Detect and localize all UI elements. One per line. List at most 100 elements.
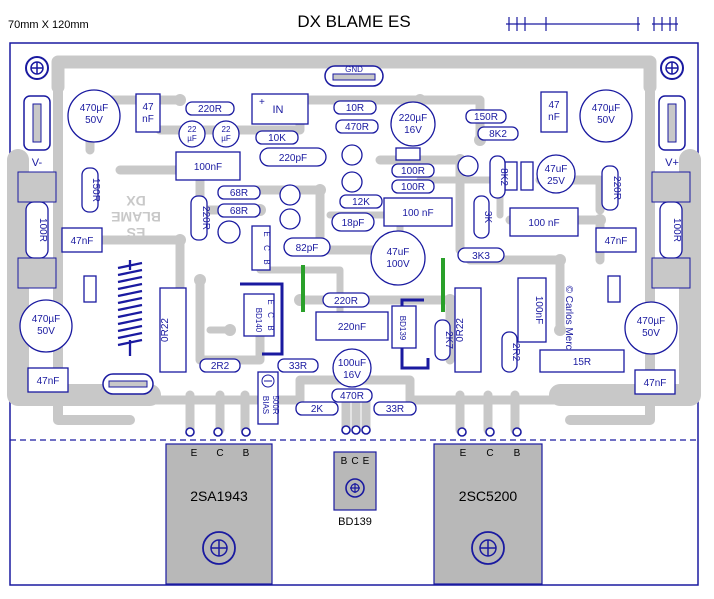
resistor-8k2-vert: 8K2 — [489, 155, 509, 199]
svg-text:470µF: 470µF — [637, 316, 666, 327]
svg-text:220R: 220R — [198, 104, 222, 115]
svg-text:25V: 25V — [547, 176, 565, 187]
resistor-220r-top: 220R — [185, 101, 235, 116]
resistor-470r-bottom: 470R — [331, 388, 373, 403]
svg-text:150R: 150R — [90, 178, 101, 202]
cap-470uf-top-right: 470µF 50V — [579, 89, 633, 143]
svg-text:B: B — [341, 456, 348, 467]
cap-47nf-right: 47nF — [595, 227, 637, 253]
transistor-2sc5200: E C B 2SC5200 — [433, 443, 543, 585]
cap-220nf: 220nF — [315, 311, 389, 341]
svg-text:8K2: 8K2 — [498, 168, 509, 186]
input-connector: + IN — [251, 93, 309, 125]
svg-text:12K: 12K — [352, 197, 370, 208]
resistor-150r-top: 150R — [465, 109, 507, 124]
transistor-pair-right — [457, 155, 534, 191]
svg-text:220R: 220R — [611, 176, 622, 200]
small-fuse-left — [102, 373, 154, 395]
input-plus-label: + — [259, 97, 265, 108]
cap-100nf-right: 100 nF — [509, 207, 579, 237]
svg-text:47uF: 47uF — [387, 247, 410, 258]
svg-text:16V: 16V — [404, 125, 422, 136]
svg-text:3K3: 3K3 — [472, 251, 490, 262]
resistor-68r-b: 68R — [217, 203, 261, 218]
resistor-3k3: 3K3 — [457, 247, 505, 263]
svg-text:B: B — [266, 325, 275, 330]
r-100r-right-label: 100R — [671, 218, 682, 242]
svg-text:µF: µF — [187, 134, 197, 143]
svg-text:DX: DX — [126, 193, 146, 209]
svg-text:B: B — [243, 448, 250, 459]
transistor-ecb-small: E C B — [251, 225, 271, 271]
resistor-68r-a: 68R — [217, 185, 261, 200]
diode-left — [83, 275, 97, 303]
cap-22uf-b: 22 µF — [212, 120, 240, 148]
svg-text:2R2: 2R2 — [211, 361, 230, 372]
svg-text:50V: 50V — [597, 115, 615, 126]
svg-text:E: E — [266, 299, 275, 304]
svg-text:68R: 68R — [230, 188, 248, 199]
transistor-pair-mid — [341, 144, 421, 193]
resistor-470r-top: 470R — [335, 119, 379, 134]
svg-text:BIAS: BIAS — [261, 396, 270, 414]
svg-text:nF: nF — [142, 114, 154, 125]
svg-text:100R: 100R — [401, 166, 425, 177]
bd139-heatsink — [400, 298, 430, 370]
board-title: DX BLAME ES — [297, 12, 410, 31]
svg-text:0R22: 0R22 — [455, 318, 466, 342]
cap-47nf-left: 47nF — [61, 227, 103, 253]
cap-82pf: 82pF — [283, 237, 331, 257]
svg-text:220µF: 220µF — [399, 113, 428, 124]
scale-marks — [506, 17, 678, 31]
svg-text:100nF: 100nF — [194, 162, 222, 173]
cap-470uf-top-left: 470µF 50V — [67, 89, 121, 143]
svg-text:C: C — [216, 448, 223, 459]
svg-text:B: B — [262, 259, 271, 264]
cap-47nf-top-right: 47 nF — [540, 91, 568, 133]
svg-text:47nF: 47nF — [71, 236, 94, 247]
resistor-100r-a: 100R — [391, 163, 435, 178]
svg-text:220pF: 220pF — [279, 153, 307, 164]
svg-text:470µF: 470µF — [32, 314, 61, 325]
resistor-220r-vert: 220R — [190, 195, 211, 241]
resistor-2r2-v: 2R2 — [501, 331, 521, 373]
svg-text:BD140: BD140 — [254, 308, 263, 333]
svg-text:µF: µF — [221, 134, 231, 143]
resistor-15r: 15R — [539, 349, 625, 373]
v-plus-label: V+ — [665, 157, 679, 169]
svg-text:15R: 15R — [573, 357, 591, 368]
svg-text:33R: 33R — [386, 404, 404, 415]
board-size-label: 70mm X 120mm — [8, 19, 89, 31]
svg-text:100nF: 100nF — [533, 296, 544, 324]
resistor-10r: 10R — [333, 100, 377, 115]
svg-text:47: 47 — [548, 100, 560, 111]
resistor-2r2-h: 2R2 — [199, 358, 241, 373]
resistor-33r-b: 33R — [373, 401, 417, 416]
jumper-wires — [301, 258, 445, 312]
bd140-heatsink — [240, 282, 284, 356]
svg-text:100R: 100R — [401, 182, 425, 193]
transistor-middle-label: BD139 — [338, 516, 372, 528]
board-logo: DX BLAME ES — [111, 193, 161, 241]
cap-100nf-left: 100nF — [175, 151, 241, 181]
svg-text:22: 22 — [222, 125, 231, 134]
svg-text:47nF: 47nF — [644, 378, 667, 389]
svg-text:470R: 470R — [345, 122, 369, 133]
resistor-100r-b: 100R — [391, 179, 435, 194]
resistor-3k: 3K — [473, 195, 493, 239]
cap-47nf-bottom-left: 47nF — [27, 367, 69, 393]
copyright-text: © Carlos Mercado — [563, 286, 574, 367]
svg-text:10K: 10K — [268, 133, 286, 144]
svg-text:47nF: 47nF — [37, 376, 60, 387]
transistor-bd139-driver: B C E BD139 — [333, 451, 377, 528]
svg-text:3K: 3K — [482, 211, 493, 224]
transistor-pins — [185, 425, 522, 437]
transistor-pair-left — [217, 184, 301, 244]
svg-text:0R22: 0R22 — [160, 318, 171, 342]
svg-text:470µF: 470µF — [592, 103, 621, 114]
bias-trimmer: BIAS 500R — [257, 371, 280, 425]
resistor-150r-left: 150R — [81, 167, 101, 213]
transistor-2sa1943: E C B 2SA1943 — [165, 443, 273, 585]
gnd-label: GND — [345, 65, 363, 74]
